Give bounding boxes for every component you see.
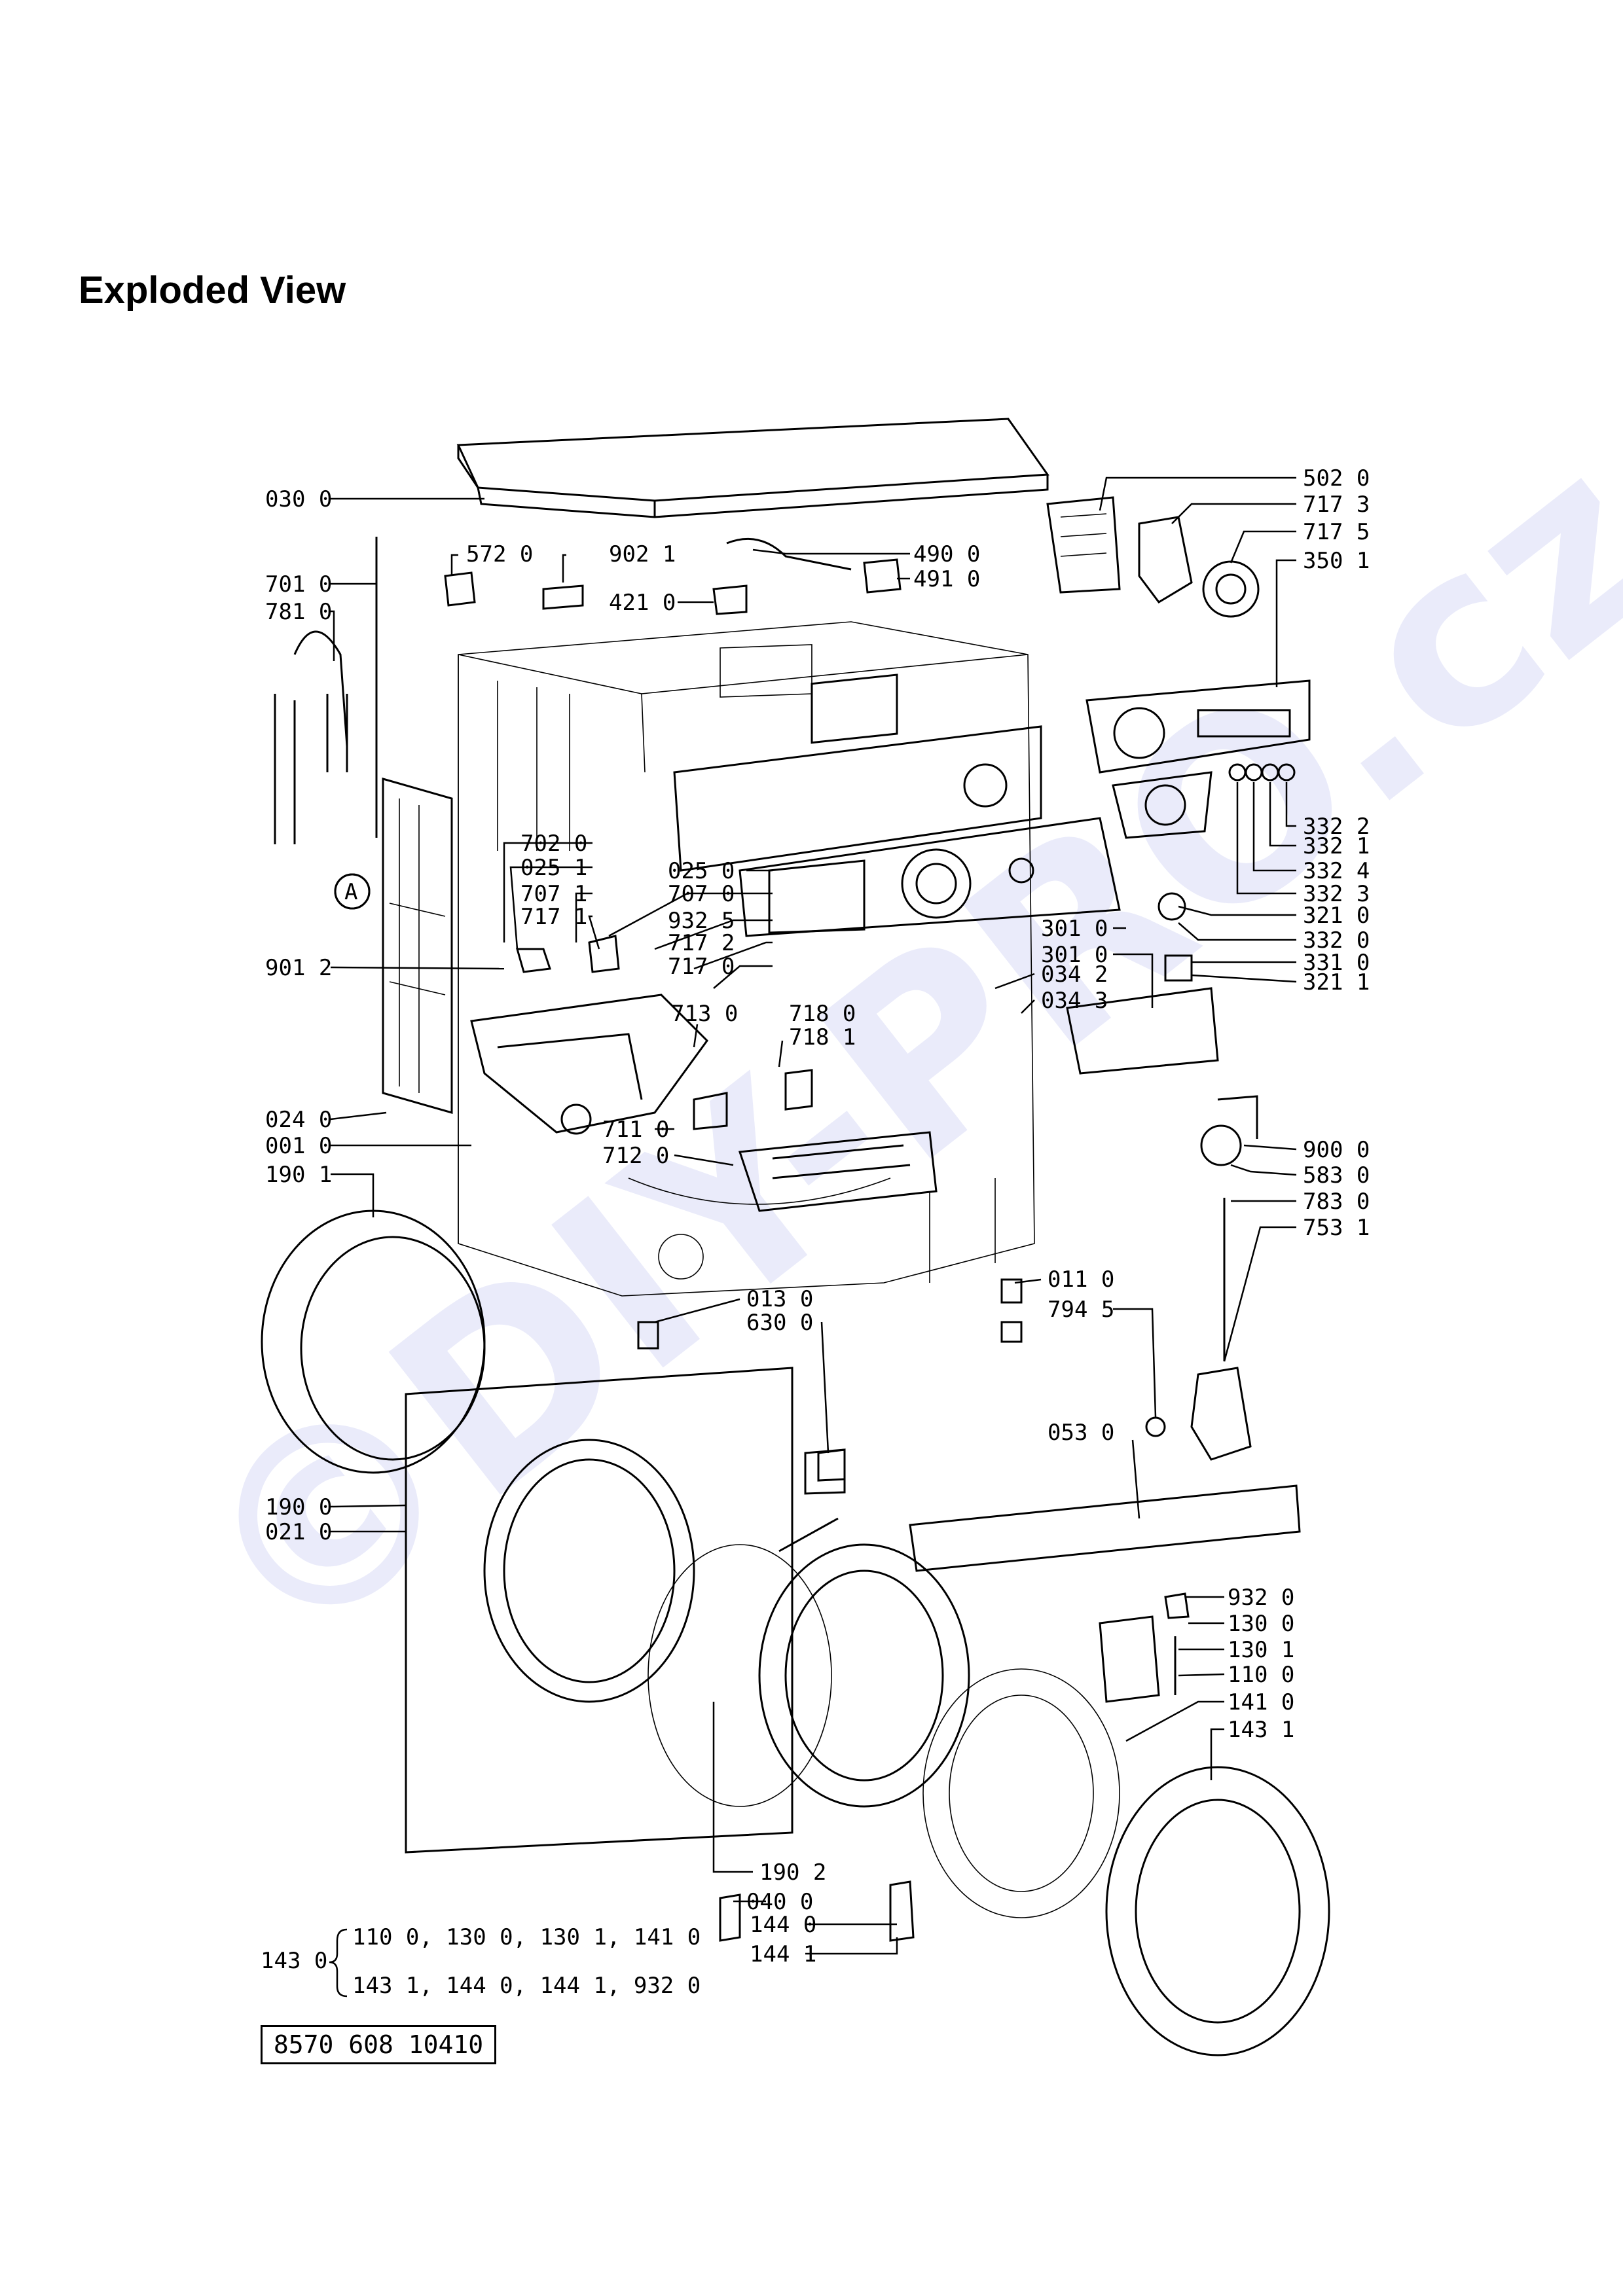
door-bellows [647, 1517, 970, 1808]
label-053-0: 053 0 [1048, 1420, 1114, 1446]
label-332-4: 332 4 [1303, 858, 1370, 884]
label-332-3: 332 3 [1303, 881, 1370, 907]
label-717-3: 717 3 [1303, 492, 1370, 518]
kit-bracket [329, 1928, 348, 1998]
label-753-1: 753 1 [1303, 1215, 1370, 1241]
label-040-0: 040 0 [746, 1889, 813, 1915]
inlet-hoses [274, 537, 902, 910]
label-301-0: 301 0 [1041, 916, 1108, 942]
label-321-1: 321 1 [1303, 969, 1370, 996]
label-502-0: 502 0 [1303, 465, 1370, 492]
label-130-1: 130 1 [1228, 1637, 1294, 1663]
plinth-and-pump [909, 987, 1301, 1572]
part-labels: 030 0 572 0 902 1 701 0 781 0 421 0 702 … [265, 465, 1370, 1967]
label-717-2: 717 2 [668, 930, 735, 956]
label-144-1: 144 1 [750, 1941, 816, 1967]
label-350-1: 350 1 [1303, 548, 1370, 574]
label-030-0: 030 0 [265, 486, 332, 512]
label-190-0: 190 0 [265, 1494, 332, 1520]
top-cover [456, 418, 1049, 518]
label-783-0: 783 0 [1303, 1189, 1370, 1215]
label-718-0: 718 0 [789, 1001, 856, 1027]
label-794-5: 794 5 [1048, 1297, 1114, 1323]
label-717-5: 717 5 [1303, 519, 1370, 545]
door-assembly [719, 1615, 1330, 2056]
document-code: 8570 608 10410 [261, 2025, 496, 2064]
label-001-0: 001 0 [265, 1133, 332, 1159]
front-panel [405, 1367, 846, 1854]
label-781-0: 781 0 [265, 599, 332, 625]
cabinet-frame [458, 621, 1035, 1297]
label-421-0: 421 0 [609, 590, 676, 616]
label-712-0: 712 0 [602, 1143, 669, 1169]
kit-line-1: 110 0, 130 0, 130 1, 141 0 [352, 1924, 701, 1950]
label-900-0: 900 0 [1303, 1137, 1370, 1163]
side-panel [382, 778, 453, 1114]
label-332-0: 332 0 [1303, 927, 1370, 954]
label-143-1: 143 1 [1228, 1717, 1294, 1743]
label-130-0: 130 0 [1228, 1611, 1294, 1637]
kit-label: 143 0 [261, 1948, 328, 1974]
label-024-0: 024 0 [265, 1107, 332, 1133]
label-190-1: 190 1 [265, 1162, 332, 1188]
label-034-2: 034 2 [1041, 961, 1108, 988]
label-932-5: 932 5 [668, 908, 735, 934]
label-702-0: 702 0 [520, 831, 587, 857]
hinge-parts [1164, 1592, 1190, 1695]
label-583-0: 583 0 [1303, 1162, 1370, 1189]
label-701-0: 701 0 [265, 571, 332, 598]
label-491-0: 491 0 [913, 566, 980, 592]
label-025-0: 025 0 [668, 858, 735, 884]
label-013-0: 013 0 [746, 1286, 813, 1312]
label-902-1: 902 1 [609, 541, 676, 567]
electronic-module [1085, 679, 1311, 982]
label-707-0: 707 0 [668, 881, 735, 907]
label-190-2: 190 2 [759, 1859, 826, 1886]
label-332-2: 332 2 [1303, 814, 1370, 840]
label-717-1: 717 1 [520, 904, 587, 930]
label-034-3: 034 3 [1041, 988, 1108, 1014]
label-707-1: 707 1 [520, 881, 587, 907]
label-321-0: 321 0 [1303, 903, 1370, 929]
label-932-0: 932 0 [1228, 1585, 1294, 1611]
label-630-0: 630 0 [746, 1310, 813, 1336]
label-331-0: 331 0 [1303, 950, 1370, 976]
label-144-0: 144 0 [750, 1912, 816, 1938]
label-011-0: 011 0 [1048, 1266, 1114, 1293]
label-901-2: 901 2 [265, 955, 332, 981]
kit-line-2: 143 1, 144 0, 144 1, 932 0 [352, 1973, 701, 1999]
label-490-0: 490 0 [913, 541, 980, 567]
label-718-1: 718 1 [789, 1024, 856, 1050]
label-713-0: 713 0 [671, 1001, 738, 1027]
callout-a: A [344, 879, 357, 905]
leader-lines [330, 476, 1297, 1955]
front-fascia [739, 817, 1121, 937]
label-711-0: 711 0 [602, 1117, 669, 1143]
label-717-0: 717 0 [668, 954, 735, 980]
feet [637, 1278, 1023, 1495]
label-021-0: 021 0 [265, 1519, 332, 1545]
motor-control-parts [1046, 496, 1260, 618]
control-panel-frame [673, 673, 1042, 872]
label-025-1: 025 1 [520, 855, 587, 881]
page-title: Exploded View [79, 269, 346, 312]
label-110-0: 110 0 [1228, 1662, 1294, 1688]
label-301-0-b: 301 0 [1041, 942, 1108, 968]
label-332-1: 332 1 [1303, 833, 1370, 859]
dispenser-housing [470, 935, 938, 1212]
label-572-0: 572 0 [466, 541, 533, 567]
label-141-0: 141 0 [1228, 1689, 1294, 1715]
tub-rear [261, 1210, 486, 1474]
